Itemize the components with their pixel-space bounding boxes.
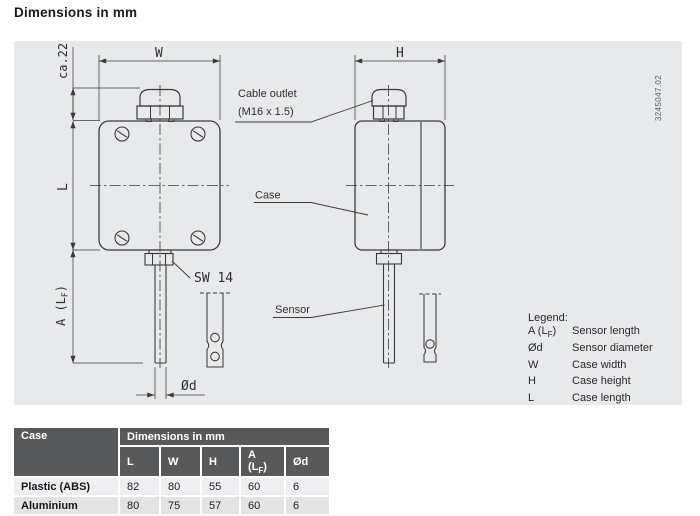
side-view: H xyxy=(346,46,454,368)
front-view: W ca.22 L A (LF) xyxy=(54,43,233,399)
case-label: Case xyxy=(255,190,281,202)
table-cell-a-lf: 60 xyxy=(241,478,284,496)
table-header-diameter: Ød xyxy=(286,447,329,477)
dim-l-label: L xyxy=(56,183,71,191)
sensor-leader-line xyxy=(273,304,385,318)
table-cell-w: 75 xyxy=(161,497,200,515)
dimension-w xyxy=(98,55,221,120)
side-bracket xyxy=(419,293,441,363)
table-header-w: W xyxy=(161,447,200,477)
callout-labels: Cable outlet (M16 x 1.5) Case Sensor xyxy=(235,88,385,318)
table-cell-diameter: 6 xyxy=(286,497,329,515)
table-cell-h: 57 xyxy=(202,497,239,515)
side-cable-gland xyxy=(371,88,407,122)
table-cell-a-lf: 60 xyxy=(241,497,284,515)
front-cable-gland xyxy=(136,88,184,122)
table-row: Aluminium 80 75 57 60 6 xyxy=(14,497,329,515)
dim-diameter-label: Ød xyxy=(181,379,197,394)
table-header-dimensions-group: Dimensions in mm xyxy=(120,428,329,445)
cable-outlet-label-line2: (M16 x 1.5) xyxy=(238,106,294,118)
table-cell-l: 82 xyxy=(120,478,159,496)
case-leader-line xyxy=(254,202,369,216)
dimensions-table: Case Dimensions in mm L W H A (LF) Ød Pl… xyxy=(12,426,331,516)
front-sensor-tube xyxy=(144,249,174,364)
front-bracket xyxy=(200,292,230,368)
side-sensor-tube xyxy=(375,249,403,364)
table-header-h: H xyxy=(202,447,239,477)
dimension-diameter xyxy=(136,367,205,399)
dim-h-label: H xyxy=(396,46,404,61)
table-cell-case-name: Plastic (ABS) xyxy=(14,478,118,496)
legend-title: Legend: xyxy=(528,312,568,324)
table-header-a-lf: A (LF) xyxy=(241,447,284,477)
sensor-label: Sensor xyxy=(275,304,310,316)
table-cell-l: 80 xyxy=(120,497,159,515)
cable-outlet-leader-line xyxy=(235,100,374,123)
table-header-case: Case xyxy=(14,428,118,477)
legend-item: A (LF)Sensor length xyxy=(528,325,640,340)
dim-ca22-label: ca.22 xyxy=(56,43,70,79)
dim-w-label: W xyxy=(155,46,163,61)
table-header-row-group: Case Dimensions in mm xyxy=(14,428,329,477)
part-number: 3245047.02 xyxy=(654,74,663,122)
page-title: Dimensions in mm xyxy=(14,5,138,20)
table-header-l: L xyxy=(120,447,159,477)
sw14-leader-line xyxy=(171,260,191,279)
side-centerlines xyxy=(346,85,454,368)
table-cell-case-name: Aluminium xyxy=(14,497,118,515)
cable-outlet-label-line1: Cable outlet xyxy=(238,88,297,100)
dimension-h xyxy=(354,55,446,120)
table-cell-h: 55 xyxy=(202,478,239,496)
dimension-left-stack xyxy=(70,47,143,364)
front-centerlines xyxy=(90,85,229,368)
front-screws xyxy=(114,126,206,246)
table-cell-w: 80 xyxy=(161,478,200,496)
side-case-outline xyxy=(354,120,446,251)
table-row: Plastic (ABS) 82 80 55 60 6 xyxy=(14,478,329,496)
drawing-panel: W ca.22 L A (LF) xyxy=(14,41,682,405)
dim-a-lf-label: A (LF) xyxy=(54,285,70,326)
technical-drawing: W ca.22 L A (LF) xyxy=(54,43,454,399)
table-cell-diameter: 6 xyxy=(286,478,329,496)
table-header-row-columns: L W H A (LF) Ød xyxy=(14,447,329,477)
sw14-label: SW 14 xyxy=(194,271,233,286)
